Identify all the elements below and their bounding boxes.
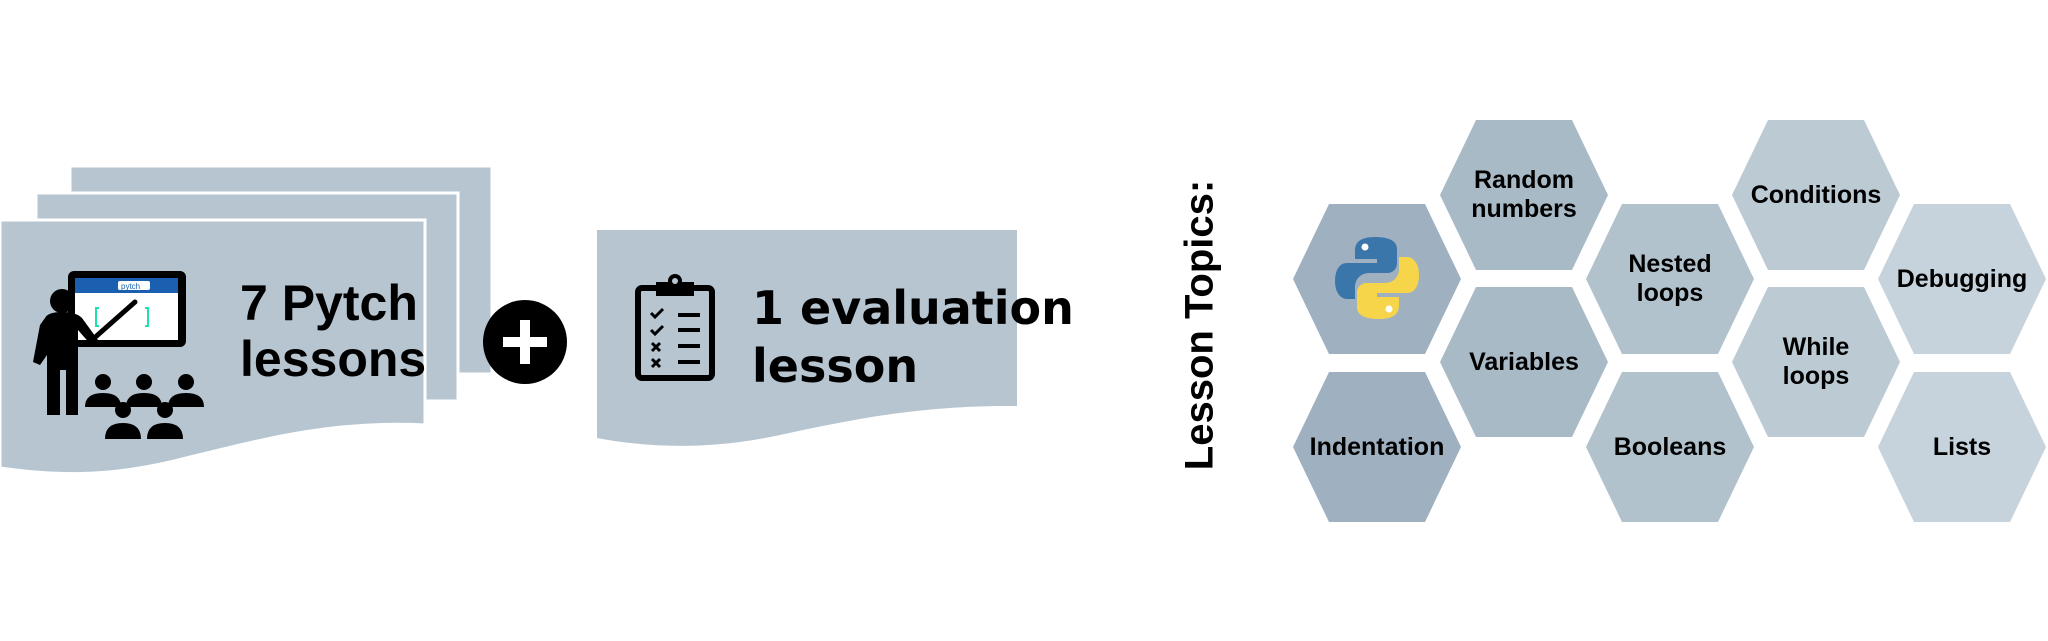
lessons-count-text: 7 Pytch <box>240 275 418 331</box>
lessons-card-stack <box>0 164 494 476</box>
topic-hexagon <box>1732 287 1900 437</box>
evaluation-word-text: lesson <box>752 338 919 393</box>
topic-hexagon <box>1878 204 2046 354</box>
evaluation-card <box>597 230 1017 446</box>
topic-hexagon <box>1586 204 1754 354</box>
clipboard-checklist-icon <box>635 274 715 381</box>
topic-hexagons <box>1293 120 2046 522</box>
lesson-topics-title: Lesson Topics: <box>1177 179 1222 471</box>
svg-text:pytch_: pytch_ <box>121 282 145 291</box>
teacher-presentation-icon: pytch_ <box>33 271 204 439</box>
topic-hexagon <box>1440 287 1608 437</box>
topic-label: Variables <box>1469 347 1579 376</box>
topic-label: Conditions <box>1750 180 1882 209</box>
lessons-word-text: lessons <box>240 331 427 387</box>
topic-label: Lists <box>1932 432 1992 461</box>
topic-hexagon <box>1440 120 1608 270</box>
topic-label: While loops <box>1782 333 1850 390</box>
topic-hexagon <box>1586 372 1754 522</box>
topic-label <box>1293 204 1461 354</box>
python-logo-icon <box>1335 237 1419 319</box>
topic-label: Indentation <box>1309 432 1445 461</box>
topic-hexagon <box>1878 372 2046 522</box>
evaluation-count-text: 1 evaluation <box>752 281 1074 335</box>
topic-hexagon <box>1293 204 1461 354</box>
evaluation-card-label: 1 evaluation lesson <box>752 280 1074 395</box>
topic-label: Random numbers <box>1471 166 1577 223</box>
plus-circle-icon <box>483 300 567 384</box>
topic-label: Debugging <box>1896 264 2028 293</box>
topic-label: Booleans <box>1613 432 1727 461</box>
topic-hexagon <box>1732 120 1900 270</box>
topic-hexagon <box>1293 372 1461 522</box>
topic-label: Nested loops <box>1628 250 1712 307</box>
lessons-card-label: 7 Pytch lessons <box>240 275 426 387</box>
